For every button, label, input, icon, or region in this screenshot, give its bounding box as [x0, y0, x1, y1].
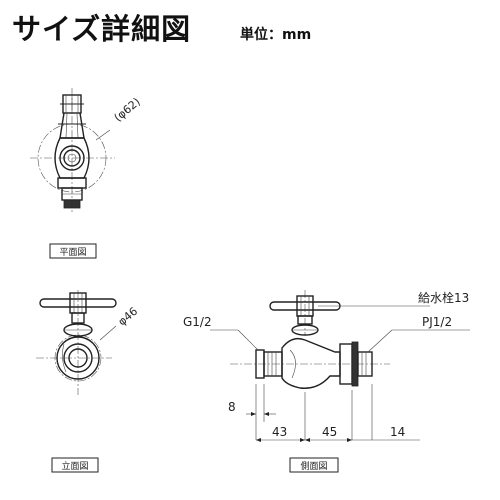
plan-view: (φ62): [30, 88, 143, 212]
side-label: 側面図: [300, 460, 327, 472]
plan-diameter-label: (φ62): [112, 95, 143, 124]
dim-14: 14: [390, 425, 405, 439]
plan-label-box: [49, 243, 97, 259]
page-title: サイズ詳細図: [12, 12, 192, 46]
front-label: 立面図: [61, 460, 88, 472]
dim-43: 43: [272, 425, 287, 439]
dim-45: 45: [322, 425, 337, 439]
front-diameter-label: φ46: [116, 305, 141, 329]
unit-label: 単位：mm: [240, 27, 312, 43]
thread-pj-label: PJ1/2: [422, 315, 452, 329]
side-view: G1/2 給水栓13 PJ1/2 8 43 45 14: [183, 290, 470, 442]
dim-8: 8: [228, 400, 236, 414]
front-handle: [39, 298, 117, 308]
model-label: 給水栓13: [418, 290, 469, 305]
thread-g-label: G1/2: [183, 315, 212, 329]
front-view: φ46: [36, 290, 140, 395]
plan-label: 平面図: [59, 247, 86, 258]
side-label-box: [289, 457, 339, 473]
side-body: [281, 337, 341, 389]
front-label-box: [51, 457, 99, 473]
